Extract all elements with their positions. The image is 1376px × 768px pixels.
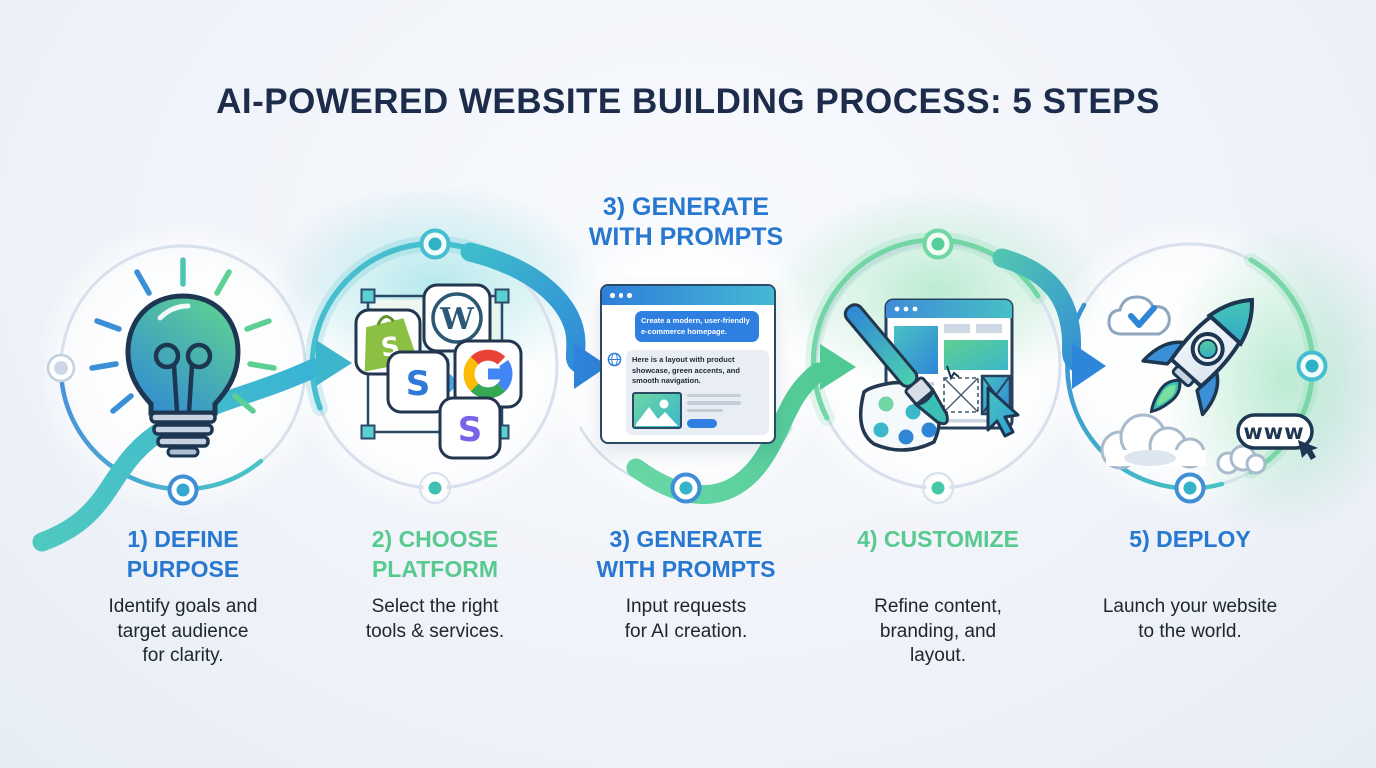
- svg-text:S: S: [406, 364, 431, 404]
- svg-text:S: S: [458, 410, 483, 450]
- arrowhead-step4: [820, 344, 856, 390]
- user-prompt-bubble: Create a modern, user-friendly e-commerc…: [635, 311, 759, 342]
- browser-titlebar: [602, 286, 774, 305]
- step4-label: 4) CUSTOMIZE Refine content,branding, an…: [818, 524, 1058, 669]
- step3-top-label: 3) GENERATE WITH PROMPTS: [566, 192, 806, 252]
- shopify-logo: S: [354, 308, 422, 376]
- pill-cursor-icon: [1298, 440, 1318, 460]
- customize-design-icon: [843, 298, 1020, 452]
- step3-top-label-line1: 3) GENERATE: [602, 193, 770, 221]
- cloud-check-icon: [1107, 295, 1171, 336]
- ai-response-bubble: Here is a layout with product showcase, …: [626, 350, 769, 435]
- globe-ai-icon: [607, 352, 622, 367]
- image-placeholder-icon: [632, 391, 682, 429]
- strikingly-logo: S: [386, 350, 450, 414]
- ai-response-text: Here is a layout with product showcase, …: [632, 355, 740, 385]
- platform-logos-icon: S W S S: [354, 283, 523, 460]
- browser-body: Create a modern, user-friendly e-commerc…: [602, 305, 774, 435]
- insert-caret-cursor-icon: [946, 365, 960, 381]
- circle-nodes: [46, 228, 1328, 506]
- wordpress-logo: W: [422, 283, 492, 353]
- launch-clouds: [1100, 413, 1267, 475]
- arrowhead-step2: [316, 340, 352, 386]
- arrowhead-step5: [1072, 343, 1106, 389]
- svg-text:W: W: [439, 302, 475, 337]
- cursor-arrow-icon: [986, 386, 1020, 438]
- rocket: [1141, 297, 1254, 417]
- step5-heading: 5) DEPLOY: [1129, 526, 1251, 552]
- lightbulb-rays: [89, 257, 277, 414]
- browser-dot-icon: [618, 293, 623, 298]
- browser-dot-icon: [627, 293, 632, 298]
- arrow-step4-step5: [992, 248, 1086, 372]
- selection-handles: [360, 288, 510, 440]
- paintbrush-icon: [843, 303, 949, 426]
- rocket-launch-icon: www: [1100, 295, 1318, 475]
- step4-heading: 4) CUSTOMIZE: [857, 526, 1019, 552]
- squarespace-logo: S: [438, 396, 502, 460]
- www-domain-pill: www: [1236, 413, 1318, 460]
- lightbulb-icon: [89, 257, 277, 458]
- ai-prompt-browser-icon: Create a modern, user-friendly e-commerc…: [600, 284, 776, 444]
- cta-button-shape: [687, 419, 717, 428]
- infographic-title: AI-POWERED WEBSITE BUILDING PROCESS: 5 S…: [216, 82, 1160, 121]
- browser-dot-icon: [610, 293, 615, 298]
- arrowhead-step3: [574, 343, 608, 389]
- step3-top-label-line2: WITH PROMPTS: [588, 223, 784, 251]
- www-label: www: [1243, 420, 1304, 444]
- placeholder-text-lines: [687, 392, 741, 429]
